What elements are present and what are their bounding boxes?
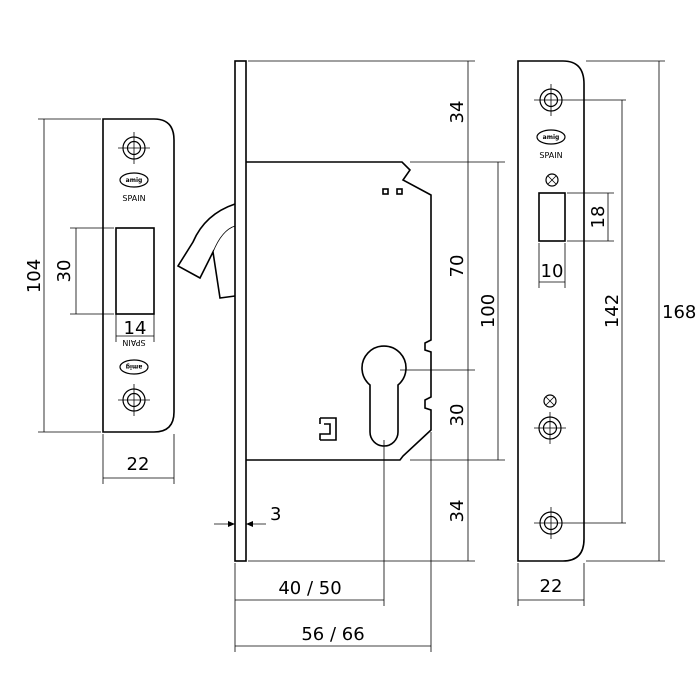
latch-bracket xyxy=(319,417,337,441)
strike-dim-slot-height: 30 xyxy=(54,227,114,315)
svg-text:3: 3 xyxy=(270,504,281,525)
svg-text:14: 14 xyxy=(124,318,147,339)
strike-bottom-screw-icon xyxy=(118,384,150,416)
svg-text:56 / 66: 56 / 66 xyxy=(301,624,364,645)
svg-text:40 / 50: 40 / 50 xyxy=(278,578,341,599)
lock-dim-faceplate: 3 xyxy=(214,504,281,527)
strike-dim-width: 22 xyxy=(102,434,175,484)
front-bottom-screw-icon xyxy=(534,507,626,539)
svg-text:22: 22 xyxy=(127,454,150,475)
strike-dim-height: 104 xyxy=(24,118,101,433)
lock-dim-total-mid: 100 xyxy=(478,294,499,328)
case-hole-1 xyxy=(382,188,389,195)
svg-text:30: 30 xyxy=(54,260,75,283)
strike-origin-inverted-text: SPAIN xyxy=(122,338,145,347)
hook-bolt xyxy=(176,203,236,299)
front-dim-width: 22 xyxy=(517,563,585,606)
lock-case xyxy=(246,161,432,461)
front-slot xyxy=(538,192,566,242)
front-top-screw-icon xyxy=(534,84,626,116)
lock-dim-upper: 70 xyxy=(447,255,468,278)
front-dim-slot-height: 18 xyxy=(567,192,614,242)
lock-dim-depth: 56 / 66 xyxy=(235,432,432,652)
strike-plate: amig SPAIN SPAIN amig 104 xyxy=(24,118,175,484)
front-brand-logo-icon: amig xyxy=(536,129,566,145)
front-mid-screw-icon xyxy=(534,412,566,444)
svg-text:amig: amig xyxy=(126,363,143,370)
lock-faceplate xyxy=(234,60,247,562)
front-dim-slot-width: 10 xyxy=(538,243,566,288)
front-dim-screw-span: 142 xyxy=(602,100,623,523)
strike-brand-logo-icon: amig xyxy=(119,172,149,188)
lock-dim-bottom: 34 xyxy=(447,500,468,523)
svg-text:104: 104 xyxy=(24,259,45,293)
svg-text:168: 168 xyxy=(662,302,696,323)
front-plate: amig SPAIN xyxy=(517,60,696,606)
strike-plate-outline xyxy=(102,118,175,433)
strike-top-screw-icon xyxy=(118,132,150,164)
strike-brand-text: amig xyxy=(126,177,143,184)
strike-brand-logo-inverted-icon: amig xyxy=(119,359,149,375)
strike-slot xyxy=(115,227,155,315)
front-mid-small-screw-icon xyxy=(543,394,557,408)
svg-text:142: 142 xyxy=(602,294,623,328)
svg-text:10: 10 xyxy=(541,261,564,282)
front-small-screw-icon xyxy=(545,173,559,187)
lock-dim-top: 34 xyxy=(447,101,468,124)
strike-dim-slot-width: 14 xyxy=(115,314,155,342)
front-brand-text: amig xyxy=(543,134,560,141)
lock-dim-lower: 30 xyxy=(447,404,468,427)
lock-dim-backset: 40 / 50 xyxy=(234,440,385,652)
lock-body: 34 70 100 30 34 3 40 / 50 56 / 66 xyxy=(176,60,505,652)
front-plate-outline xyxy=(517,60,585,562)
case-hole-2 xyxy=(396,188,403,195)
front-origin-text: SPAIN xyxy=(539,151,562,160)
strike-origin-text: SPAIN xyxy=(122,194,145,203)
cylinder-cutout xyxy=(361,345,407,447)
lock-dim-vertical: 34 70 100 30 34 xyxy=(248,60,505,562)
svg-text:18: 18 xyxy=(588,206,609,229)
svg-text:22: 22 xyxy=(540,576,563,597)
front-dim-total-height: 168 xyxy=(586,60,696,562)
